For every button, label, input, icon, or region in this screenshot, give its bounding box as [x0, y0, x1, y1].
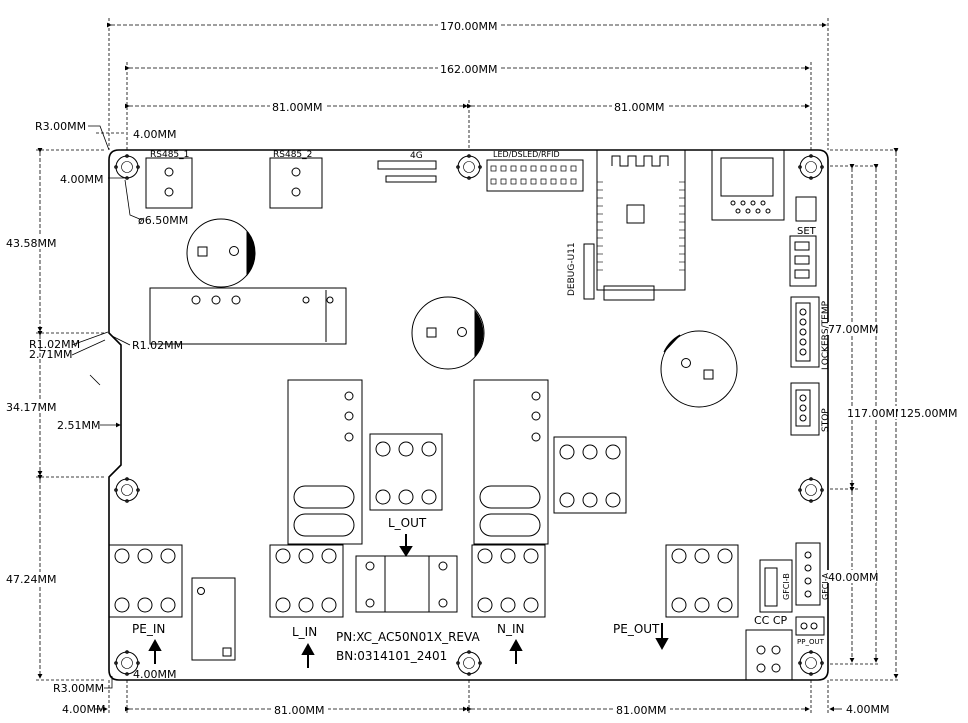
- label-gfci-b: GFCI-B: [782, 573, 791, 600]
- dim-bottom-left-offset: 4.00MM: [62, 703, 105, 716]
- board-labels: RS485_1 RS485_2 4G LED/DSLED/RFID DEBUG-…: [132, 150, 831, 663]
- arrow-pe-out: [655, 623, 669, 651]
- capacitor-right: [660, 330, 738, 408]
- dimension-lines: [36, 18, 900, 715]
- label-gfci-a: GFCI-A: [821, 573, 830, 600]
- mounting-hole-bm: [456, 650, 482, 676]
- label-pn: PN:XC_AC50N01X_REVA: [336, 630, 480, 644]
- stop-connector: [790, 382, 820, 436]
- dim-bottom-right-half: 81.00MM: [616, 704, 666, 717]
- dim-hole-offset-y-top: 4.00MM: [60, 173, 103, 186]
- capacitor-left: [186, 218, 256, 288]
- mounting-hole-ml: [114, 477, 140, 503]
- label-bn: BN:0314101_2401: [336, 649, 447, 663]
- mounting-hole-mr: [798, 477, 824, 503]
- gfci-a-connector: [795, 542, 821, 606]
- dim-notch-depth: 2.71MM: [29, 348, 72, 361]
- dim-right-holes: 117.00MM: [847, 407, 904, 420]
- dim-hole-dia: ø6.50MM: [138, 214, 188, 227]
- gfci-b-connector: [759, 559, 793, 613]
- board-outline: [108, 149, 829, 681]
- label-l-out: L_OUT: [388, 516, 427, 530]
- mounting-hole-tl: [114, 154, 140, 180]
- relay-left: [287, 379, 363, 545]
- components: [108, 149, 825, 681]
- fuse-block: [191, 577, 236, 661]
- mounting-hole-bl: [114, 650, 140, 676]
- terminal-n-in: [471, 544, 546, 618]
- dim-corner-radius-top: R3.00MM: [35, 120, 86, 133]
- arrow-l-out: [399, 534, 413, 557]
- dim-top-holes: 162.00MM: [440, 63, 497, 76]
- dim-right-overall: 125.00MM: [900, 407, 957, 420]
- dim-bottom-right-offset: 4.00MM: [846, 703, 889, 716]
- terminal-j3: [553, 436, 627, 514]
- dim-corner-radius-bottom: R3.00MM: [53, 682, 104, 695]
- arrows: [148, 534, 669, 668]
- terminal-l-out: [369, 433, 443, 511]
- mounting-hole-br: [798, 650, 824, 676]
- dim-notch-step: 2.51MM: [57, 419, 100, 432]
- dim-top-left-half: 81.00MM: [272, 101, 322, 114]
- label-led-header: LED/DSLED/RFID: [493, 150, 560, 159]
- dim-right-upper: 77.00MM: [828, 323, 878, 336]
- dim-top-right-half: 81.00MM: [614, 101, 664, 114]
- dim-bottom-left-half: 81.00MM: [274, 704, 324, 717]
- dim-left-upper: 43.58MM: [6, 237, 56, 250]
- mounting-hole-tm: [456, 154, 482, 180]
- lockers-temp-connector: [790, 296, 820, 368]
- arrow-l-in: [301, 642, 315, 668]
- label-lockers-temp: LOCKERS/TEMP: [821, 300, 831, 370]
- dim-top-overall: 170.00MM: [440, 20, 497, 33]
- dim-notch-r2: R1.02MM: [132, 339, 183, 352]
- dimension-texts: 170.00MM 162.00MM 81.00MM 81.00MM R3.00M…: [4, 19, 962, 717]
- terminal-l-in: [269, 544, 344, 618]
- wifi-module: [596, 149, 686, 291]
- arrow-pe-in: [148, 638, 162, 664]
- ethernet-jack: [711, 149, 785, 221]
- rs485-1-connector: [145, 157, 193, 209]
- terminal-pe-out: [665, 544, 739, 618]
- dim-notch-r1: R1.02MM: [29, 338, 80, 351]
- relay-right: [473, 379, 549, 545]
- label-rs485-2: RS485_2: [273, 150, 312, 160]
- debug-connector: [583, 243, 655, 301]
- mounting-hole-tr: [798, 154, 824, 180]
- mounting-holes: [114, 154, 824, 676]
- label-l-in: L_IN: [292, 625, 317, 639]
- label-n-in: N_IN: [497, 622, 525, 636]
- led-header: [486, 159, 584, 192]
- dim-left-middle: 34.17MM: [6, 401, 56, 414]
- dim-hole-offset-x-top: 4.00MM: [133, 128, 176, 141]
- dim-hole-offset-x-bottom: 4.00MM: [133, 668, 176, 681]
- label-rs485-1: RS485_1: [150, 150, 189, 160]
- terminal-strip: [149, 287, 347, 345]
- label-stop: STOP: [821, 408, 831, 432]
- label-lte: 4G: [410, 151, 423, 161]
- rs485-2-connector: [269, 157, 323, 209]
- cc-cp-connector: [745, 629, 793, 681]
- dim-right-lower: 40.00MM: [828, 571, 878, 584]
- label-debug: DEBUG-U11: [567, 242, 577, 296]
- capacitor-center: [411, 296, 485, 370]
- current-transformer: [355, 555, 458, 613]
- label-set: SET: [797, 226, 817, 237]
- label-cc-cp: CC CP: [754, 614, 788, 627]
- label-pe-in: PE_IN: [132, 622, 165, 636]
- pp-out-connector: [795, 616, 825, 636]
- label-pp-out: PP_OUT: [797, 638, 825, 646]
- label-pe-out: PE_OUT: [613, 622, 660, 636]
- small-ic-u82: [795, 196, 817, 222]
- arrow-n-in: [509, 638, 523, 664]
- terminal-pe-in: [108, 544, 183, 618]
- lte-connector: [377, 160, 437, 183]
- dim-left-lower: 47.24MM: [6, 573, 56, 586]
- set-switch: [789, 235, 817, 287]
